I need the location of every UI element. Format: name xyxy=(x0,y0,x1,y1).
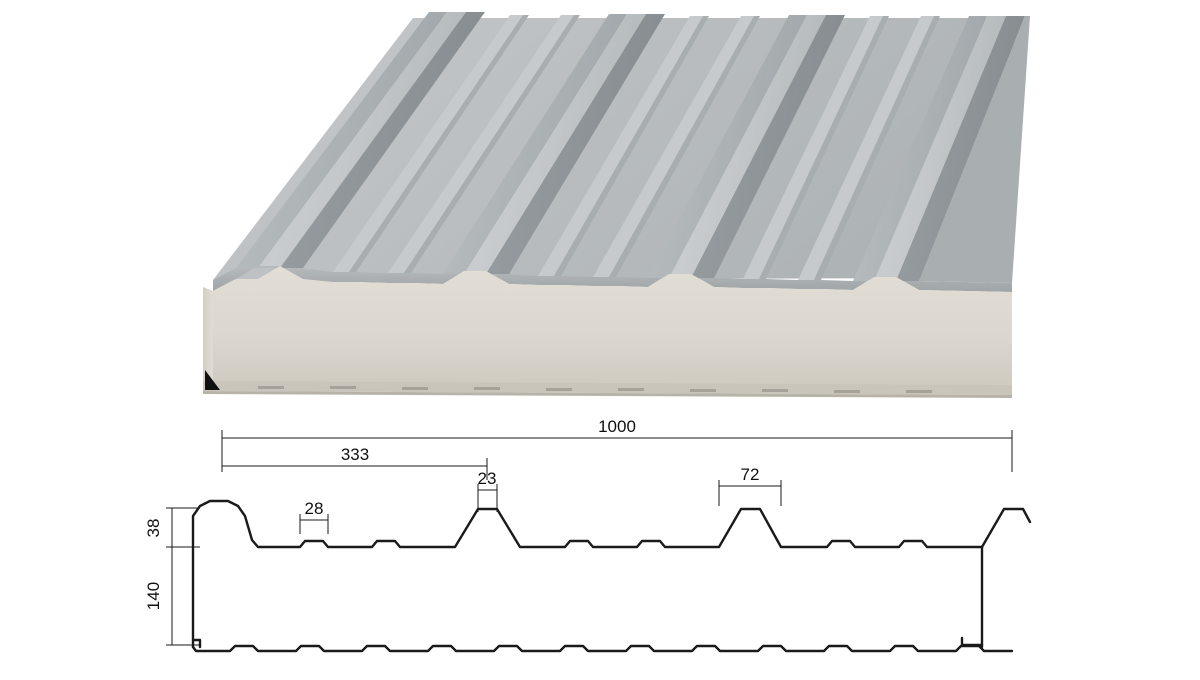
stiffener-2b-shadow xyxy=(609,16,760,277)
stiffener-2a-shadow xyxy=(554,16,709,276)
cross-section-svg: 1000 333 23 72 28 38 140 xyxy=(144,417,1032,653)
major-rib-2 xyxy=(443,14,665,274)
stiffener-group-3 xyxy=(743,16,940,280)
foam-left-face xyxy=(203,287,213,385)
major-rib-3 xyxy=(648,15,845,278)
stiffener-group-1 xyxy=(333,15,580,273)
dim-72 xyxy=(718,480,782,506)
stiffener-3b xyxy=(798,16,934,280)
stiffener-1a-shadow xyxy=(349,15,529,272)
dim-23 xyxy=(477,484,498,512)
dim-23-label: 23 xyxy=(478,469,497,488)
liner-sheet-profile xyxy=(191,644,1014,653)
render-svg xyxy=(203,12,1030,398)
stiffener-3a-shadow xyxy=(759,16,889,279)
major-rib-1 xyxy=(236,12,485,268)
dim-72-label: 72 xyxy=(741,465,760,484)
major-rib-3-right-face xyxy=(691,15,845,278)
liner-underside xyxy=(203,391,1012,398)
right-flange xyxy=(919,16,1030,283)
stiffener-2b xyxy=(593,16,754,277)
major-rib-3-crown xyxy=(669,15,826,278)
major-rib-1-right-face xyxy=(280,12,485,268)
stiffener-2a xyxy=(538,16,703,276)
steel-top-sheet xyxy=(213,12,1030,292)
stiffener-1a xyxy=(333,15,523,272)
dim-333-label: 333 xyxy=(341,445,369,464)
major-rib-3-left-face xyxy=(648,15,807,278)
cross-section-drawing: 1000 333 23 72 28 38 140 xyxy=(0,400,1200,680)
stiffener-1b-shadow xyxy=(404,15,580,273)
major-rib-4-right-face xyxy=(896,16,1025,281)
top-sheet-left-return xyxy=(191,638,202,649)
dim-28 xyxy=(299,514,329,534)
stiffener-group-2 xyxy=(538,16,760,277)
major-rib-1-crown xyxy=(258,12,466,268)
major-rib-4-left-face xyxy=(853,16,987,281)
major-rib-4-crown xyxy=(874,16,1006,281)
dim-38-label: 38 xyxy=(144,519,163,538)
stiffener-3a xyxy=(743,16,883,279)
corner-notch xyxy=(205,370,220,390)
major-rib-1-left-face xyxy=(236,12,447,268)
dim-1000-label: 1000 xyxy=(598,417,636,436)
dim-140 xyxy=(166,547,200,646)
dim-1000 xyxy=(221,430,1013,472)
steel-front-cut-edge xyxy=(213,266,1012,292)
top-sheet-profile xyxy=(191,499,1032,649)
foam-front-face xyxy=(213,266,1012,385)
stiffener-1b xyxy=(388,15,574,273)
dim-140-label: 140 xyxy=(144,582,163,610)
foam-core xyxy=(203,266,1012,385)
major-rib-2-left-face xyxy=(443,14,627,274)
liner-front-edge xyxy=(203,381,1012,395)
dim-28-label: 28 xyxy=(305,499,324,518)
panel-3d-render xyxy=(203,12,1030,398)
stiffener-3b-shadow xyxy=(814,16,940,280)
liner-sheet xyxy=(203,370,1012,398)
major-rib-4 xyxy=(853,16,1025,281)
major-rib-2-crown xyxy=(464,14,646,274)
liner-microribs xyxy=(258,386,932,393)
liner-right-joint xyxy=(960,636,984,647)
major-rib-2-right-face xyxy=(486,14,665,274)
dim-333 xyxy=(222,458,488,480)
